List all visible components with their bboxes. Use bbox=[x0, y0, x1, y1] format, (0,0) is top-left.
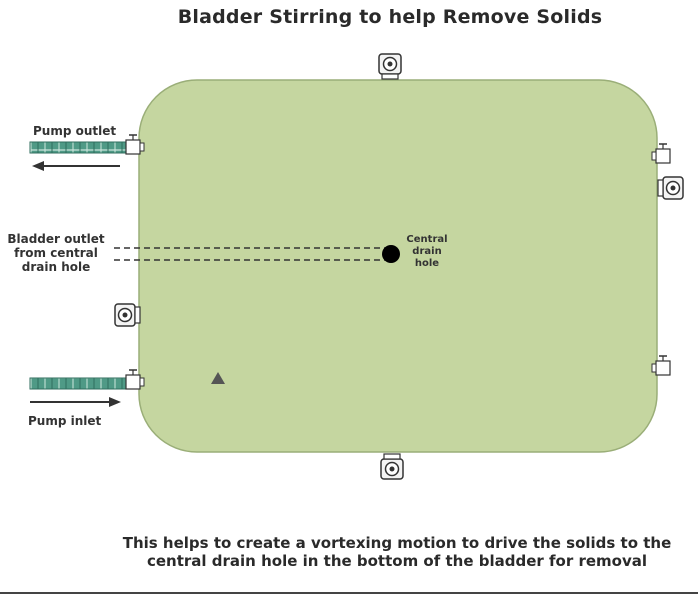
central-drain-label-line2: drain bbox=[412, 246, 442, 257]
bladder-outlet-label-line3: drain hole bbox=[21, 260, 91, 274]
central-drain-label-line1: Central bbox=[406, 234, 448, 245]
bladder-outlet-label: Bladder outlet from central drain hole bbox=[2, 232, 110, 274]
diagram-title: Bladder Stirring to help Remove Solids bbox=[177, 6, 603, 28]
bladder-outlet-label-line1: Bladder outlet bbox=[7, 232, 105, 246]
pump-inlet-arrowhead bbox=[109, 397, 121, 407]
caption: This helps to create a vortexing motion … bbox=[92, 534, 698, 570]
central-drain-label-line3: hole bbox=[414, 258, 440, 269]
caption-line1: This helps to create a vortexing motion … bbox=[122, 534, 672, 552]
pump-outlet-arrowhead bbox=[32, 161, 44, 171]
central-drain-label: Central drain hole bbox=[400, 234, 454, 270]
bladder-outlet-label-line2: from central bbox=[14, 246, 98, 260]
pump-inlet-label: Pump inlet bbox=[28, 414, 102, 428]
pump-outlet-hose bbox=[29, 141, 127, 154]
pump-inlet-hose bbox=[29, 377, 127, 390]
fitting-top bbox=[378, 53, 402, 80]
bladder-body bbox=[138, 79, 658, 453]
pump-outlet-label: Pump outlet bbox=[33, 124, 117, 138]
central-drain-hole bbox=[382, 245, 400, 263]
caption-line2: central drain hole in the bottom of the … bbox=[146, 552, 647, 570]
triangle-marker bbox=[211, 372, 225, 384]
fitting-left bbox=[114, 303, 141, 327]
fitting-bottom bbox=[380, 453, 404, 480]
fitting-right bbox=[657, 176, 684, 200]
bottom-divider bbox=[0, 592, 698, 594]
